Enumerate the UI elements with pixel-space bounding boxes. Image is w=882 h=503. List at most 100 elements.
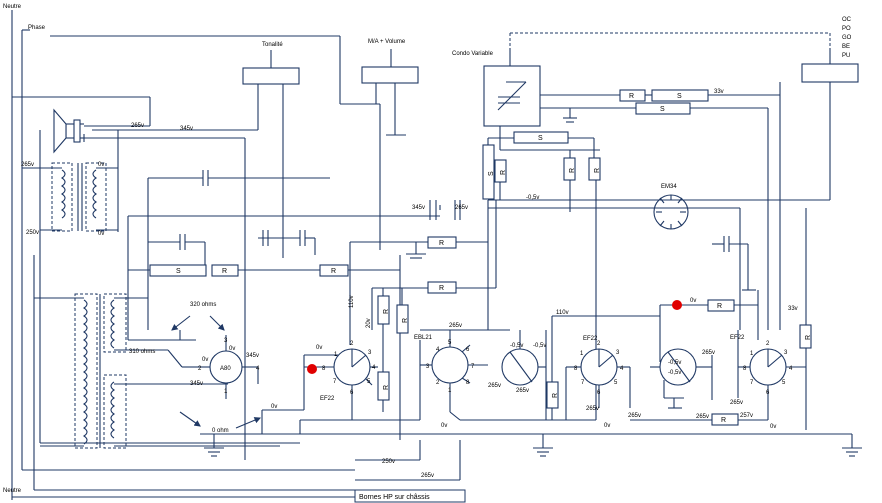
resistor-r-v20-label: R bbox=[383, 309, 390, 314]
v265-ef22m-b: 265v bbox=[628, 413, 641, 419]
v0-bus: 0v bbox=[271, 404, 277, 410]
v265-ef22m: 265v bbox=[586, 406, 599, 412]
v345-a80: 345v bbox=[246, 353, 259, 359]
osc-tube bbox=[650, 348, 713, 409]
band-pu: PU bbox=[842, 53, 850, 59]
output-transformer-icon bbox=[22, 130, 119, 232]
ef22-right-label: EF22 bbox=[730, 335, 745, 341]
ef22-left-marker bbox=[307, 364, 317, 374]
ef22-right-pin-7: 7 bbox=[750, 380, 754, 386]
v110-mid: 110v bbox=[556, 310, 569, 316]
v-m05-centre: -0,5v bbox=[526, 195, 539, 201]
tonalite-control[interactable] bbox=[92, 50, 300, 258]
ef22-left-pin-8: 8 bbox=[322, 366, 326, 372]
band-po: PO bbox=[842, 26, 851, 32]
ef22-mid-tube bbox=[565, 348, 631, 420]
v320-ohms: 320 ohms bbox=[190, 302, 216, 308]
resistor-r-ebl-low-label: R bbox=[383, 385, 390, 390]
a80-label: A80 bbox=[220, 366, 231, 372]
resistor-r-centre-top bbox=[427, 236, 457, 249]
resistor-r-v1 bbox=[494, 159, 507, 183]
ef22-mid-network bbox=[551, 290, 759, 382]
v0-ohm: 0 ohm bbox=[212, 428, 229, 434]
v-m05-b: -0,5v bbox=[533, 343, 546, 349]
v33-top: 33v bbox=[714, 89, 724, 95]
resistor-r-centre-top-label: R bbox=[439, 240, 444, 247]
v-m05-osc-b: -0,5v bbox=[668, 370, 681, 376]
ef22-left-label: EF22 bbox=[320, 396, 335, 402]
hp-terminal-wires bbox=[355, 440, 461, 481]
v-m05-osc-a: -0,5v bbox=[668, 360, 681, 366]
ef22-mid-pin-5: 5 bbox=[614, 380, 618, 386]
a80-pin-1: 1 bbox=[224, 389, 228, 395]
osc-marker bbox=[672, 300, 682, 310]
ef22-right-pin-2: 2 bbox=[766, 341, 770, 347]
v345-mid: 345v bbox=[412, 205, 425, 211]
resistor-r-v3-label: R bbox=[594, 168, 601, 173]
v0-tr2: 0v bbox=[98, 231, 104, 237]
ef22-right-pin-1: 1 bbox=[750, 351, 754, 357]
v265-r1: 265v bbox=[696, 414, 709, 420]
ef22-left-pin-1: 1 bbox=[334, 352, 338, 358]
volume-label: M/A + Volume bbox=[368, 39, 406, 45]
a80-pin-3: 3 bbox=[224, 338, 228, 344]
condo-variable-label: Condo Variable bbox=[452, 51, 494, 57]
v265-ebl: 265v bbox=[449, 323, 462, 329]
ebl21-tube bbox=[419, 329, 510, 412]
ef22-left-pin-2: 2 bbox=[350, 341, 354, 347]
rails bbox=[11, 10, 380, 500]
resistor-r-v3 bbox=[588, 157, 601, 181]
resistor-r-left-label: R bbox=[222, 268, 227, 275]
ef22-mid-pin-7: 7 bbox=[581, 380, 585, 386]
bornes-hp-box bbox=[354, 489, 466, 503]
self-s-vertical-label: S bbox=[488, 171, 495, 176]
v265-hp: 265v bbox=[131, 123, 144, 129]
v0-ebl: 0v bbox=[441, 423, 447, 429]
ef22-right-pin-4: 4 bbox=[789, 366, 793, 372]
resistor-r-centre-low bbox=[427, 281, 457, 294]
v-m05-a: -0,5v bbox=[510, 343, 523, 349]
resistor-r-v2 bbox=[563, 157, 576, 181]
mid-tube bbox=[501, 330, 547, 420]
v0-ef22m: 0v bbox=[604, 423, 610, 429]
speaker-icon bbox=[53, 108, 246, 460]
v0-r: 0v bbox=[770, 424, 776, 430]
resistor-r-v1-label: R bbox=[500, 170, 507, 175]
band-oc: OC bbox=[842, 17, 852, 23]
ef22-left-pin-6: 6 bbox=[350, 390, 354, 396]
v265-left: 265v bbox=[21, 162, 34, 168]
ef22-mid-pin-1: 1 bbox=[580, 351, 584, 357]
resistor-r-mid-label: R bbox=[331, 268, 336, 275]
centre-supply bbox=[349, 145, 497, 345]
v0-ef22l: 0v bbox=[316, 345, 322, 351]
ef22-mid-pin-3: 3 bbox=[616, 350, 620, 356]
self-s-condo-label: S bbox=[538, 135, 543, 142]
a80-tube bbox=[167, 335, 259, 399]
v310-ohms: 310 ohms bbox=[129, 349, 155, 355]
ebl21-pin-6: 6 bbox=[466, 347, 470, 353]
resistor-r-centre-low-label: R bbox=[439, 285, 444, 292]
condo-variable-control[interactable] bbox=[483, 32, 831, 127]
ebl21-pin-3: 3 bbox=[426, 364, 430, 370]
em34-label: EM34 bbox=[661, 184, 677, 190]
v0-osc: 0v bbox=[690, 298, 696, 304]
a80-pin-4: 4 bbox=[256, 366, 260, 372]
ef22-right-pin-6: 6 bbox=[766, 390, 770, 396]
bias-cap bbox=[712, 236, 756, 291]
ef22-mid-label: EF22 bbox=[583, 336, 598, 342]
ef22-left-pin-4: 4 bbox=[372, 365, 376, 371]
ef22-right-pin-3: 3 bbox=[784, 350, 788, 356]
v265-osc: 265v bbox=[702, 350, 715, 356]
v33-right: 33v bbox=[788, 306, 798, 312]
v265-bottom: 265v bbox=[421, 473, 434, 479]
v0-tr1: 0v bbox=[98, 162, 104, 168]
em34-tube bbox=[653, 194, 689, 230]
v250-label: 250v bbox=[26, 230, 39, 236]
bornes-hp-label: Bornes HP sur châssis bbox=[359, 494, 430, 501]
resistor-r-left bbox=[211, 264, 239, 277]
ground-icon-mid bbox=[533, 434, 553, 457]
self-s-condo bbox=[513, 131, 569, 144]
v345-hp: 345v bbox=[180, 126, 193, 132]
volume-control[interactable] bbox=[361, 49, 419, 145]
ef22-right-tube bbox=[737, 330, 807, 430]
